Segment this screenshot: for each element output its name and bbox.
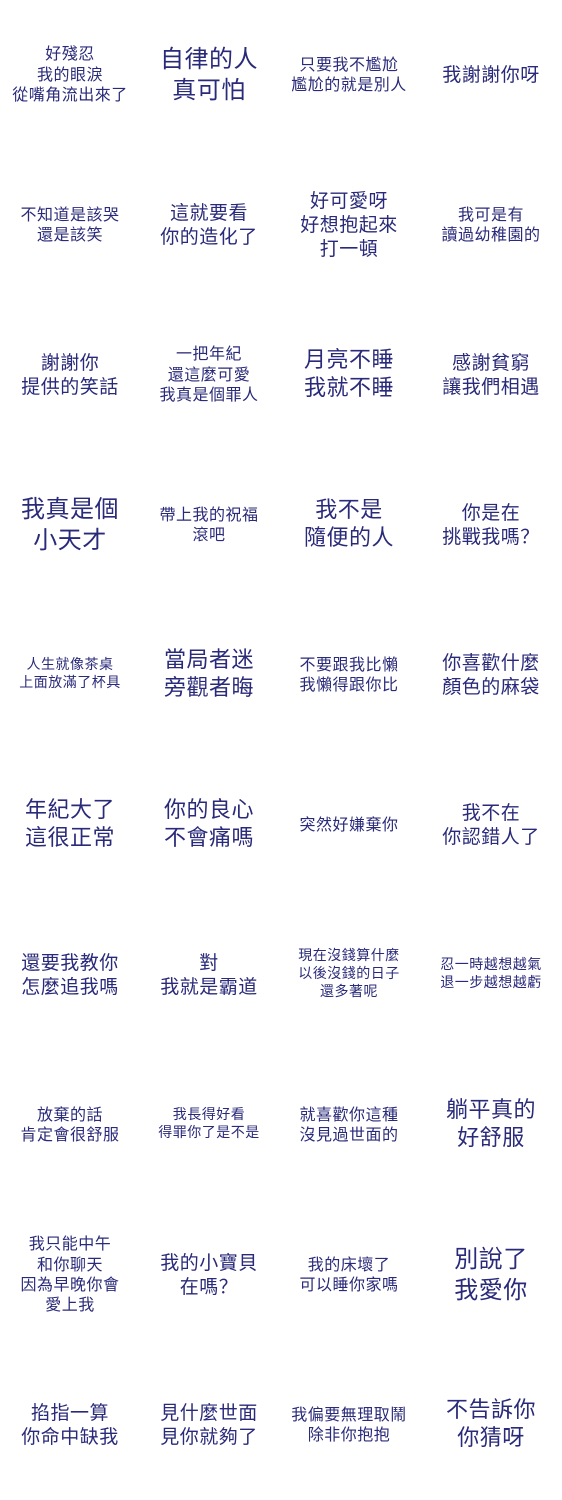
- sticker-cell: 就喜歡你這種 沒見過世面的: [278, 1050, 420, 1200]
- sticker-phrase: 當局者迷 旁觀者晦: [163, 647, 254, 701]
- sticker-cell: 躺平真的 好舒服: [420, 1050, 562, 1200]
- sticker-cell: 我的小寶貝 在嗎？: [140, 1200, 278, 1350]
- sticker-cell: 當局者迷 旁觀者晦: [140, 600, 278, 750]
- sticker-cell: 帶上我的祝福 滾吧: [140, 450, 278, 600]
- sticker-phrase: 帶上我的祝福 滾吧: [159, 504, 259, 544]
- sticker-cell: 只要我不尷尬 尷尬的就是別人: [278, 0, 420, 150]
- sticker-cell: 忍一時越想越氣 退一步越想越虧: [420, 900, 562, 1050]
- sticker-phrase: 我偏要無理取鬧 除非你抱抱: [291, 1404, 407, 1444]
- sticker-cell: 放棄的話 肯定會很舒服: [0, 1050, 140, 1200]
- sticker-phrase: 你的良心 不會痛嗎: [163, 797, 254, 851]
- sticker-phrase: 好殘忍 我的眼淚 從嘴角流出來了: [12, 44, 128, 105]
- sticker-phrase: 一把年紀 還這麼可愛 我真是個罪人: [159, 344, 259, 405]
- sticker-phrase: 就喜歡你這種 沒見過世面的: [299, 1104, 399, 1144]
- sticker-cell: 你喜歡什麼 顏色的麻袋: [420, 600, 562, 750]
- sticker-cell: 對 我就是霸道: [140, 900, 278, 1050]
- sticker-phrase: 躺平真的 好舒服: [445, 1097, 536, 1151]
- sticker-phrase: 我的床壞了 可以睡你家嗎: [299, 1254, 399, 1294]
- sticker-cell: 不告訴你 你猜呀: [420, 1350, 562, 1500]
- sticker-cell: 人生就像茶桌 上面放滿了杯具: [0, 600, 140, 750]
- sticker-phrase: 放棄的話 肯定會很舒服: [20, 1104, 120, 1144]
- sticker-phrase: 還要我教你 怎麼追我嗎: [21, 951, 119, 998]
- sticker-cell: 我偏要無理取鬧 除非你抱抱: [278, 1350, 420, 1500]
- sticker-phrase: 掐指一算 你命中缺我: [21, 1401, 119, 1448]
- sticker-cell: 別說了 我愛你: [420, 1200, 562, 1350]
- sticker-cell: 感謝貧窮 讓我們相遇: [420, 300, 562, 450]
- sticker-cell: 我謝謝你呀: [420, 0, 562, 150]
- sticker-cell: 現在沒錢算什麼 以後沒錢的日子 還多著呢: [278, 900, 420, 1050]
- sticker-cell: 我可是有 讀過幼稚園的: [420, 150, 562, 300]
- sticker-phrase: 這就要看 你的造化了: [160, 201, 258, 248]
- sticker-phrase: 我長得好看 得罪你了是不是: [158, 1107, 260, 1141]
- sticker-cell: 我的床壞了 可以睡你家嗎: [278, 1200, 420, 1350]
- sticker-phrase: 不告訴你 你猜呀: [445, 1397, 536, 1451]
- sticker-phrase: 不知道是該哭 還是該笑: [20, 204, 120, 244]
- sticker-cell: 不要跟我比懶 我懶得跟你比: [278, 600, 420, 750]
- sticker-cell: 年紀大了 這很正常: [0, 750, 140, 900]
- sticker-cell: 我真是個 小天才: [0, 450, 140, 600]
- sticker-cell: 我長得好看 得罪你了是不是: [140, 1050, 278, 1200]
- sticker-cell: 月亮不睡 我就不睡: [278, 300, 420, 450]
- sticker-cell: 自律的人 真可怕: [140, 0, 278, 150]
- sticker-phrase: 別說了 我愛你: [454, 1245, 528, 1304]
- sticker-phrase: 只要我不尷尬 尷尬的就是別人: [291, 54, 407, 94]
- sticker-cell: 你是在 挑戰我嗎？: [420, 450, 562, 600]
- sticker-phrase: 見什麼世面 見你就夠了: [160, 1401, 258, 1448]
- sticker-cell: 掐指一算 你命中缺我: [0, 1350, 140, 1500]
- sticker-cell: 還要我教你 怎麼追我嗎: [0, 900, 140, 1050]
- sticker-phrase: 人生就像茶桌 上面放滿了杯具: [19, 657, 121, 691]
- sticker-cell: 不知道是該哭 還是該笑: [0, 150, 140, 300]
- sticker-cell: 我不在 你認錯人了: [420, 750, 562, 900]
- sticker-cell: 我不是 隨便的人: [278, 450, 420, 600]
- sticker-phrase: 月亮不睡 我就不睡: [303, 347, 394, 401]
- sticker-cell: 你的良心 不會痛嗎: [140, 750, 278, 900]
- sticker-phrase: 謝謝你 提供的笑話: [21, 351, 119, 398]
- sticker-cell: 一把年紀 還這麼可愛 我真是個罪人: [140, 300, 278, 450]
- sticker-phrase: 不要跟我比懶 我懶得跟你比: [299, 654, 399, 694]
- sticker-phrase: 忍一時越想越氣 退一步越想越虧: [440, 957, 542, 991]
- sticker-phrase: 我不在 你認錯人了: [442, 801, 540, 848]
- sticker-phrase: 感謝貧窮 讓我們相遇: [442, 351, 540, 398]
- sticker-cell: 我只能中午 和你聊天 因為早晚你會 愛上我: [0, 1200, 140, 1350]
- sticker-phrase: 好可愛呀 好想抱起來 打一頓: [300, 189, 398, 261]
- sticker-cell: 這就要看 你的造化了: [140, 150, 278, 300]
- sticker-phrase: 我謝謝你呀: [442, 63, 540, 86]
- sticker-phrase: 突然好嫌棄你: [299, 814, 399, 834]
- sticker-cell: 謝謝你 提供的笑話: [0, 300, 140, 450]
- sticker-phrase: 你是在 挑戰我嗎？: [442, 501, 540, 548]
- sticker-cell: 見什麼世面 見你就夠了: [140, 1350, 278, 1500]
- sticker-phrase: 對 我就是霸道: [160, 951, 258, 998]
- sticker-phrase: 你喜歡什麼 顏色的麻袋: [442, 651, 540, 698]
- sticker-phrase: 年紀大了 這很正常: [24, 797, 115, 851]
- sticker-phrase: 我真是個 小天才: [21, 495, 119, 554]
- sticker-phrase: 我不是 隨便的人: [303, 497, 394, 551]
- sticker-cell: 好可愛呀 好想抱起來 打一頓: [278, 150, 420, 300]
- sticker-phrase: 我只能中午 和你聊天 因為早晚你會 愛上我: [20, 1234, 120, 1315]
- sticker-cell: 好殘忍 我的眼淚 從嘴角流出來了: [0, 0, 140, 150]
- sticker-phrase: 我的小寶貝 在嗎？: [160, 1251, 258, 1298]
- sticker-cell: 突然好嫌棄你: [278, 750, 420, 900]
- sticker-phrase: 我可是有 讀過幼稚園的: [441, 204, 541, 244]
- sticker-phrase: 現在沒錢算什麼 以後沒錢的日子 還多著呢: [298, 948, 400, 1000]
- sticker-phrase: 自律的人 真可怕: [160, 45, 258, 104]
